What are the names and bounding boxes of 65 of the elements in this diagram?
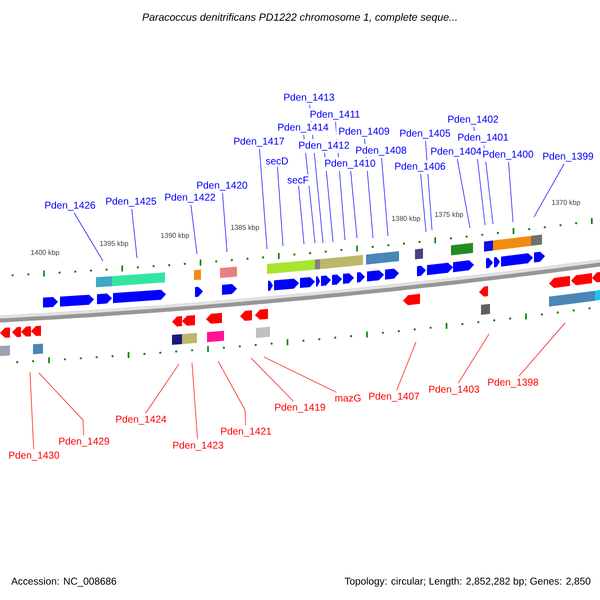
gene-label: Pden_1413 [284, 93, 334, 103]
footer-text: Topology: circular; Length: 2,852,282 bp; Genes: 2,850 [344, 577, 590, 587]
leader-line [518, 322, 566, 378]
leader-line [298, 184, 304, 244]
leader-line [144, 364, 180, 414]
gene-label: Pden_1429 [59, 437, 110, 447]
gene-label: Pden_1401 [458, 133, 508, 143]
leader-line [364, 138, 374, 238]
gene-label: Pden_1407 [369, 392, 420, 402]
leader-line [309, 104, 324, 244]
leader-line [259, 148, 268, 250]
leader-line [420, 174, 426, 232]
title: Paracoccus denitrificans PD1222 chromosome 1, complete seque... [142, 13, 457, 23]
gene-label: Pden_1409 [339, 127, 390, 137]
leader-line [73, 212, 104, 262]
gene-label: secF [287, 176, 308, 184]
leader-line [483, 144, 494, 224]
leader-line [218, 360, 246, 426]
leader-line [277, 165, 284, 246]
gene-label: Pden_1406 [395, 162, 446, 172]
leader-line [222, 192, 228, 252]
gene-label: Pden_1410 [325, 159, 376, 169]
gene-label: Pden_1408 [356, 146, 406, 156]
gene-label: Pden_1402 [448, 115, 498, 125]
gene-label: Pden_1405 [400, 129, 450, 139]
gene-label: Pden_1423 [173, 441, 224, 451]
leader-line [456, 158, 470, 228]
leader-line [192, 362, 198, 440]
leader-line [473, 126, 486, 226]
leader-line [38, 372, 84, 436]
leader-line [350, 170, 358, 238]
gene-label: Pden_1400 [483, 150, 534, 160]
gene-label: mazG [335, 394, 361, 402]
footer-text: Accession: NC_008686 [11, 577, 116, 587]
leader-line [324, 152, 334, 242]
leader-line [457, 334, 490, 384]
leader-line [396, 342, 416, 392]
gene-label: Pden_1430 [9, 451, 60, 461]
leader-line [131, 208, 138, 258]
gene-label: Pden_1403 [429, 385, 480, 395]
gene-label: Pden_1426 [45, 201, 96, 211]
gene-label: Pden_1419 [275, 403, 326, 413]
leader-line [30, 372, 34, 450]
gene-label: Pden_1414 [278, 123, 328, 133]
leader-line [190, 204, 198, 254]
gene-label: Pden_1421 [221, 427, 272, 437]
gene-label: Pden_1420 [197, 181, 248, 191]
leader-line [335, 121, 346, 240]
gene-label: Pden_1399 [543, 152, 594, 162]
gene-label: Pden_1424 [116, 415, 166, 425]
leader-line [303, 134, 316, 244]
leader-line [381, 157, 388, 236]
leader-line [508, 162, 514, 222]
gene-label: Pden_1411 [310, 110, 360, 120]
leader-line [250, 358, 295, 402]
gene-label: Pden_1425 [106, 197, 156, 207]
gene-label: Pden_1412 [299, 141, 350, 151]
gene-label: Pden_1404 [431, 147, 482, 157]
leader-line [534, 162, 565, 218]
leader-line [425, 140, 432, 230]
gene-label: Pden_1398 [488, 378, 538, 388]
gene-label: Pden_1417 [234, 137, 284, 147]
leader-line [264, 356, 339, 394]
gene-label: Pden_1422 [165, 193, 216, 203]
gene-label: secD [266, 158, 288, 164]
